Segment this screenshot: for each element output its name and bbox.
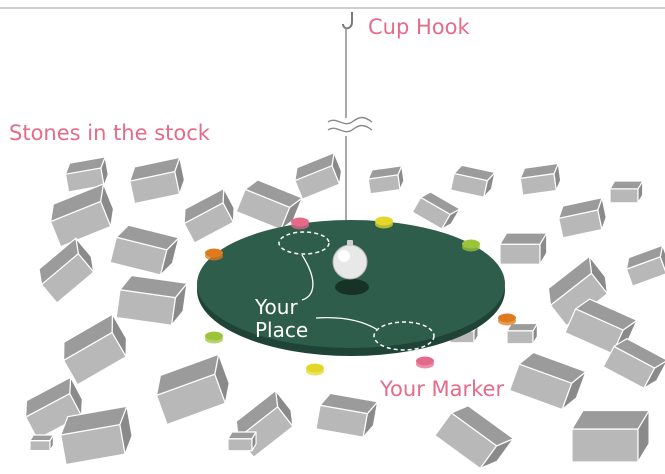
marker-yellow-top [375,217,393,229]
marker-pink-top [291,218,309,230]
stone-28 [572,411,649,462]
stone-10 [451,164,495,198]
cup-hook-icon [343,12,352,28]
marker-green-left [205,332,223,344]
stone-22 [151,354,236,424]
your-marker-label: Your Marker [379,377,504,401]
stone-20 [56,314,134,385]
stones-label: Stones in the stock [9,121,211,145]
stone-5 [110,223,179,277]
marker-orange-left [205,249,223,261]
stone-34 [30,435,53,451]
weight-highlight [338,250,350,262]
stone-9 [412,189,460,232]
stone-2 [127,157,187,203]
weight-shadow [335,279,369,295]
your-place-label-line1: Your [254,295,298,319]
weight-cap [347,240,353,246]
cup-hook-label: Cup Hook [368,15,470,39]
stone-25 [316,392,378,439]
stone-12 [556,198,608,238]
stone-3 [45,184,119,247]
marker-pink-bottom [416,357,434,369]
stone-13 [610,181,643,203]
stone-11 [519,163,562,195]
stone-15 [623,245,665,286]
stone-17 [116,274,187,326]
stone-16 [33,238,100,303]
stone-14 [500,233,547,264]
stone-26 [510,349,586,412]
stone-4 [178,188,239,242]
marker-orange-right [498,314,516,326]
stone-33 [228,432,256,451]
marker-green-right [462,240,480,252]
stone-7 [291,153,346,199]
your-place-label-line2: Place [255,318,308,342]
stone-8 [367,166,405,194]
stone-27 [435,400,514,474]
stone-32 [507,324,537,344]
marker-yellow-bottom [306,364,324,376]
break-symbol [328,118,372,132]
pendulum-weight [333,245,367,279]
